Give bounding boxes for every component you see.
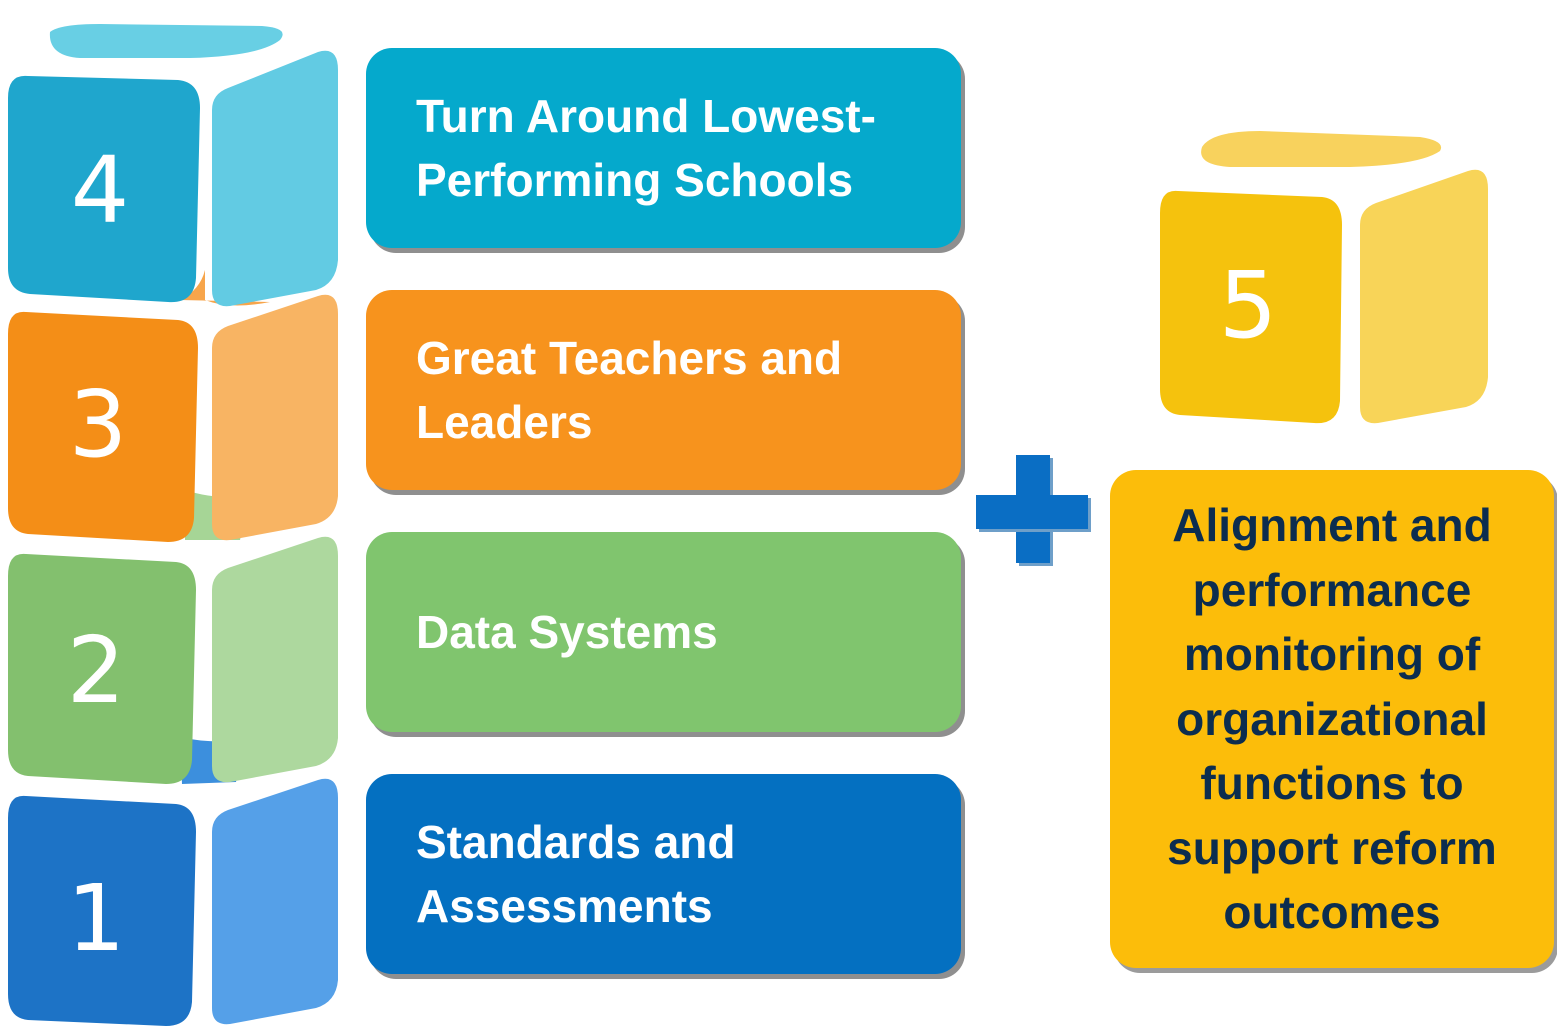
cube-5: 5 (1150, 125, 1510, 435)
alignment-label: Alignment and performance monitoring of … (1167, 499, 1497, 939)
step-1-label: Standards and Assessments (416, 816, 736, 932)
cube-1-number: 1 (67, 865, 126, 972)
cube-4: 4 (0, 10, 350, 310)
step-4-bar: Turn Around Lowest-Performing Schools (366, 48, 961, 248)
step-3-label: Great Teachers and Leaders (416, 332, 843, 448)
cube-2-number: 2 (67, 617, 126, 724)
cube-4-number: 4 (71, 137, 130, 244)
step-1-bar: Standards and Assessments (366, 774, 961, 974)
step-4-label: Turn Around Lowest-Performing Schools (416, 90, 876, 206)
cube-5-number: 5 (1219, 252, 1278, 359)
alignment-box: Alignment and performance monitoring of … (1110, 470, 1554, 968)
step-2-label: Data Systems (416, 606, 718, 658)
cube-3-number: 3 (69, 371, 128, 478)
step-2-bar: Data Systems (366, 532, 961, 732)
step-3-bar: Great Teachers and Leaders (366, 290, 961, 490)
plus-icon (976, 455, 1092, 569)
cube-2: 2 (0, 532, 350, 802)
cube-1: 1 (0, 774, 350, 1028)
cube-3: 3 (0, 290, 350, 560)
